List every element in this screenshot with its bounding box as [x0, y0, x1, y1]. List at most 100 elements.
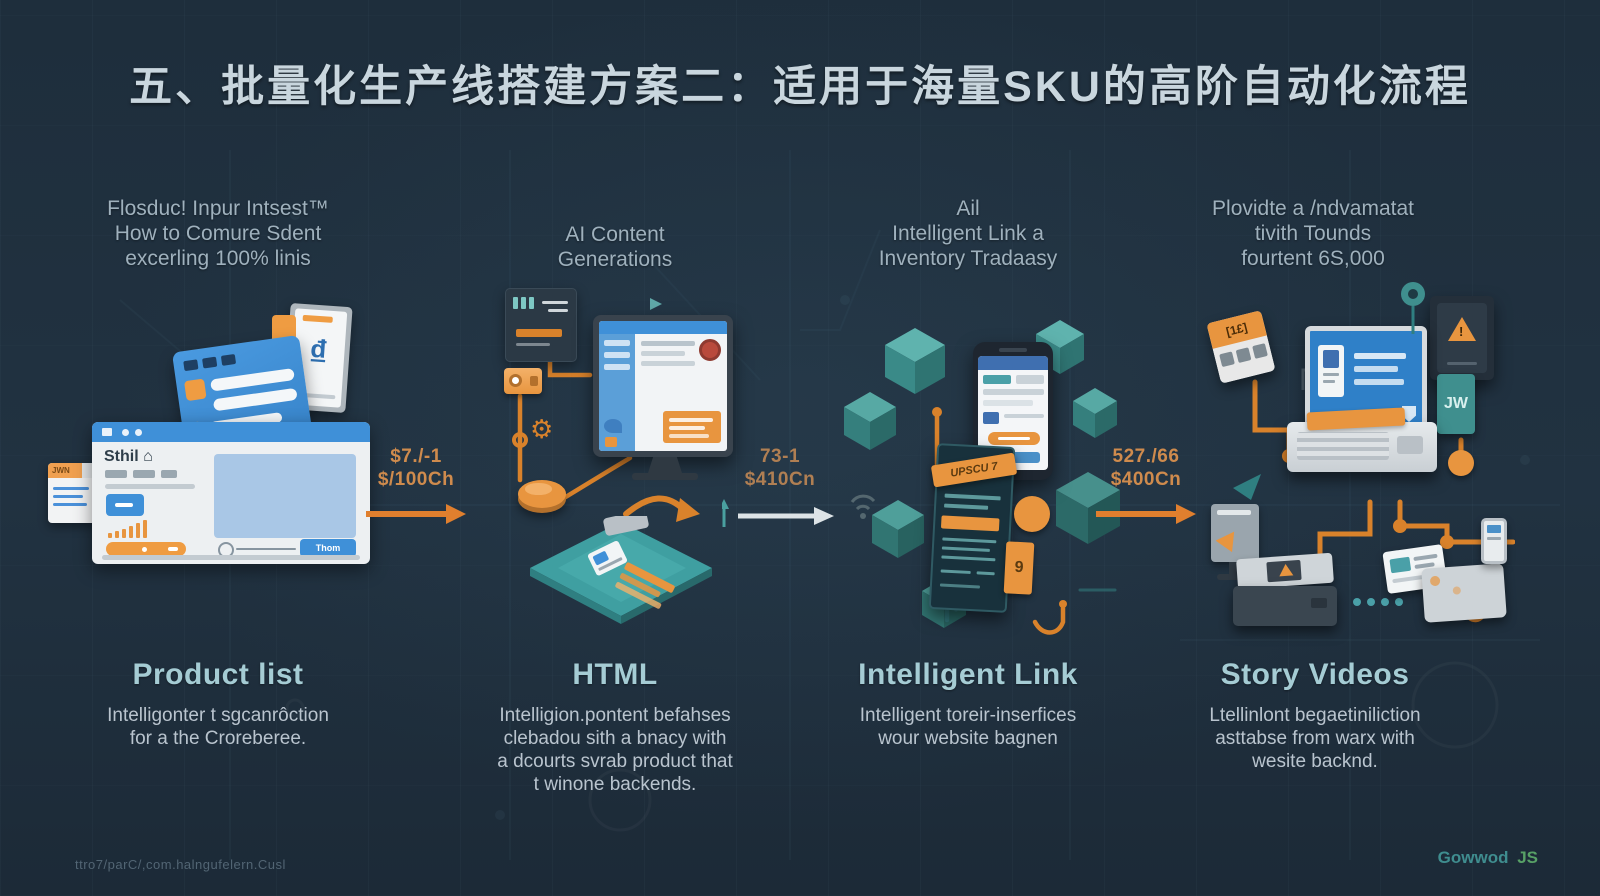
arrow-1-icon: [366, 504, 466, 524]
content-monitor: [593, 315, 733, 457]
col4-subtitle-line3: wesite backnd.: [1252, 751, 1378, 772]
side-card-line: [53, 495, 83, 498]
mini-bar-chart: [108, 520, 147, 538]
col3-header-line2: Intelligent Link a: [892, 222, 1044, 245]
window-dot: [122, 429, 129, 436]
col2-subtitle-line2: clebadou sith a bnacy with: [503, 728, 727, 749]
arrow-3-group: 527./66 $400Cn: [1092, 445, 1200, 527]
screen-topbar: [599, 321, 727, 334]
mini-monitor: [1211, 504, 1259, 562]
inventory-doc: UPSCU 7: [928, 443, 1018, 613]
col4-footer-block: Story Videos Ltellinlont begaetinilictio…: [1158, 658, 1472, 773]
col1-header: Flosduc! Inpur Intsest™ How to Comure Sd…: [68, 196, 368, 271]
arrow-3-label: 527./66 $400Cn: [1110, 446, 1182, 490]
location-pin-icon: [1401, 282, 1425, 334]
code-tick: [529, 297, 534, 309]
col1-subtitle-line2: for a the Croreberee.: [129, 728, 307, 749]
doc-line: [944, 503, 989, 510]
footer-bar: [102, 555, 360, 560]
orange-disc-button: [518, 480, 566, 508]
teal-brand-panel: JW: [1437, 374, 1475, 434]
nav-chip: [133, 470, 155, 478]
col2-wires: [512, 298, 700, 522]
window-dot: [135, 429, 142, 436]
monitor-stand: [648, 457, 682, 473]
page-title: 五、批量化生产线搭建方案二：适用于海量SKU的高阶自动化流程: [129, 63, 1471, 111]
col3-header-line1: Ail: [956, 197, 980, 220]
browser-titlebar: [92, 422, 370, 442]
laptop-card: [1318, 345, 1344, 397]
col4-subtitle-line2: asttabse from warx with: [1215, 728, 1415, 749]
phone-speaker: [999, 348, 1027, 352]
primary-button: [106, 494, 144, 516]
code-line: [542, 301, 568, 304]
orange-badge: 9: [1003, 541, 1035, 595]
side-card-label: JWN: [48, 463, 82, 478]
form-input: [212, 387, 298, 412]
col1-header-line1: Flosduc! Inpur Intsest™: [107, 197, 329, 220]
footer-brand-suffix: JS: [1517, 848, 1538, 867]
warning-folder: [1430, 296, 1494, 380]
camera-gadget: [504, 368, 542, 394]
site-logo-text: Sthil ⌂: [104, 448, 153, 465]
laptop-touchpad: [1397, 436, 1423, 454]
doc-line: [944, 493, 1001, 501]
teal-cube: [885, 328, 945, 394]
footer-brand-name: Gowwod: [1437, 848, 1509, 867]
code-orange-bar: [516, 329, 562, 337]
doc-line: [941, 546, 990, 552]
arrow-1-group: $7./-1 $/100Ch: [362, 445, 470, 527]
panel-header-squares: [183, 353, 237, 372]
col4-header-line1: Plovidte a /ndvamatat: [1212, 197, 1414, 220]
col2-header-line2: Generations: [557, 248, 673, 271]
footer-url: ttro7/parC/,com.halngufelern.Cusl: [75, 857, 286, 872]
red-logo-badge: [699, 339, 721, 361]
home-icon: ⌂: [143, 448, 153, 465]
col3-header: Ail Intelligent Link a Inventory Tradaas…: [818, 196, 1118, 271]
screen-orange-card: [663, 411, 721, 443]
product-list-illustration: JWN ₫: [40, 295, 385, 585]
doc-line: [940, 569, 971, 574]
doc-orange-bar: [940, 515, 1000, 532]
screen-line: [641, 351, 685, 356]
col1-footer-block: Product list Intelligonter t sgcanrôctio…: [68, 658, 368, 750]
teal-cube: [872, 500, 924, 558]
code-tick: [521, 297, 526, 309]
doc-line: [939, 583, 981, 589]
col3-header-line3: Inventory Tradaasy: [878, 247, 1058, 270]
col4-header-line2: tivith Tounds: [1254, 222, 1372, 245]
col4-title: Story Videos: [1220, 658, 1410, 691]
col2-header-line1: AI Content: [565, 223, 665, 246]
arrow-1-label: $7./-1 $/100Ch: [377, 446, 455, 490]
col1-header-line3: excerling 100% linis: [125, 247, 311, 270]
warning-folder-front: [1437, 303, 1487, 373]
monitor-base: [632, 473, 698, 480]
col4-header: Plovidte a /ndvamatat tivith Tounds four…: [1163, 196, 1463, 271]
arrow-2-icon: [722, 499, 834, 527]
teal-cube: [844, 392, 896, 450]
side-card: JWN: [48, 463, 96, 523]
nav-chip: [161, 470, 177, 478]
ai-content-illustration: ⚙: [460, 280, 750, 630]
col2-title: HTML: [572, 658, 658, 691]
nav-chip: [105, 470, 127, 478]
teal-tablet: [530, 516, 712, 624]
arrow-2-label: 73-1 $410Cn: [744, 446, 816, 490]
code-panel: [505, 288, 577, 362]
laptop-body: [1287, 407, 1437, 472]
phone-orange-cta: [988, 432, 1040, 445]
intelligent-link-illustration: UPSCU 7 9: [830, 290, 1120, 635]
mini-monitor-base: [1217, 574, 1253, 580]
footer-brand: Gowwod JS: [1438, 848, 1538, 868]
doc-line: [976, 571, 995, 576]
col1-title: Product list: [132, 658, 304, 691]
printer-base: [1233, 586, 1337, 626]
side-card-line: [53, 487, 89, 490]
orange-coin: [1448, 450, 1474, 476]
teal-dots: [1353, 598, 1403, 606]
col3-subtitle-line2: wour website bagnen: [878, 728, 1058, 749]
col4-header-line3: fourtent 6S,000: [1241, 247, 1385, 270]
content-preview-pane: [214, 454, 356, 538]
arrow-3-icon: [1096, 504, 1196, 524]
orange-cta-bar: [106, 542, 186, 556]
